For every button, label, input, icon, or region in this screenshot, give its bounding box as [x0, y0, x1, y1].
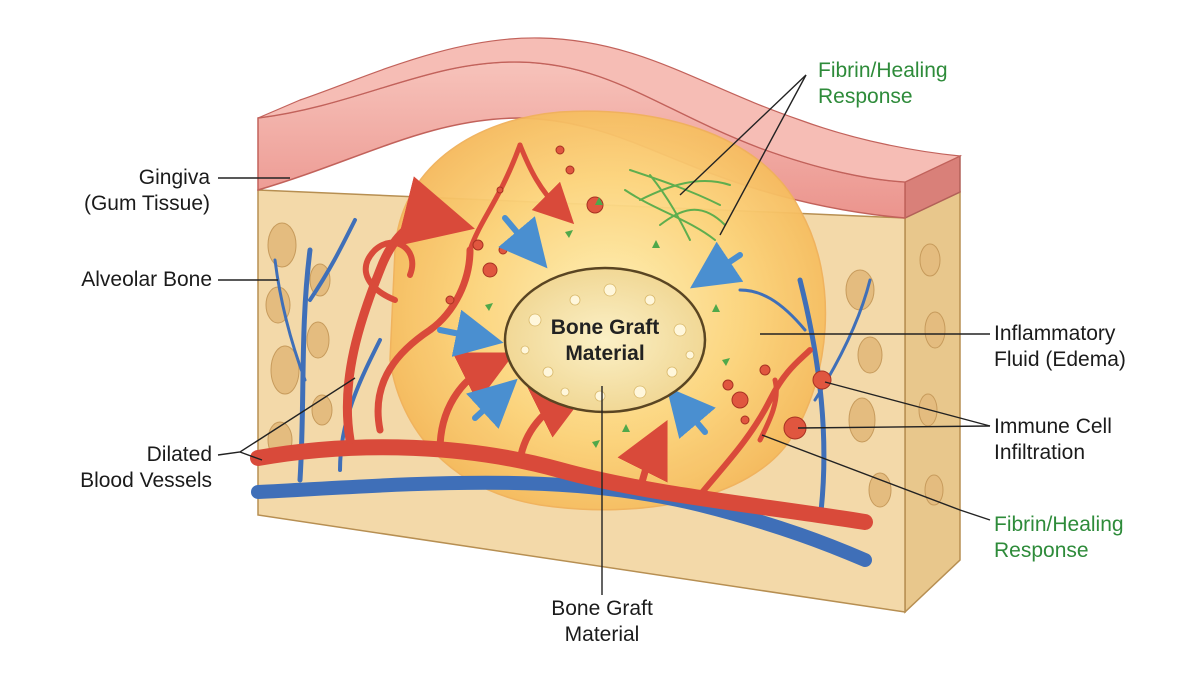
label-immune-line1: Immune Cell — [994, 415, 1112, 438]
label-fibrin-top-line1: Fibrin/Healing — [818, 59, 948, 82]
label-graft-bottom-line1: Bone Graft — [551, 597, 653, 620]
label-alveolar-bone: Alveolar Bone — [81, 267, 212, 293]
label-immune-cell: Immune Cell Infiltration — [994, 414, 1112, 466]
label-dilated-vessels: Dilated Blood Vessels — [80, 442, 212, 494]
leader-vessels-2 — [239, 451, 263, 461]
inflow-arrows — [437, 215, 744, 439]
label-inflammatory-line2: Fluid (Edema) — [994, 348, 1126, 371]
label-fibrin-top-line2: Response — [818, 85, 913, 108]
label-gingiva-line2: (Gum Tissue) — [83, 192, 210, 215]
leader-immune-2 — [797, 425, 991, 429]
label-fibrin-bottom-line1: Fibrin/Healing — [994, 513, 1124, 536]
label-alveolar-line1: Alveolar Bone — [81, 268, 212, 291]
label-bone-graft-bottom: Bone Graft Material — [532, 596, 672, 648]
bone-graft-core — [503, 266, 707, 414]
arteries — [250, 142, 873, 530]
leader-immune-1 — [824, 381, 991, 427]
leader-fibrin-bottom — [761, 434, 991, 521]
label-fibrin-bottom-line2: Response — [994, 539, 1089, 562]
label-graft-center-line1: Bone Graft — [550, 316, 660, 339]
label-bone-graft-center: Bone Graft Material — [535, 315, 675, 367]
fibrin-triangles — [485, 197, 730, 448]
label-inflammatory-fluid: Inflammatory Fluid (Edema) — [994, 321, 1126, 373]
fibrin-strands — [624, 169, 731, 241]
graft-granules — [520, 283, 695, 402]
label-gingiva-line1: Gingiva — [138, 166, 210, 189]
label-vessels-line2: Blood Vessels — [80, 469, 212, 492]
gum-top-face — [257, 37, 963, 183]
label-fibrin-bottom: Fibrin/Healing Response — [994, 512, 1124, 564]
label-gingiva: Gingiva (Gum Tissue) — [84, 165, 210, 217]
leader-fibrin-top-2 — [719, 74, 807, 236]
label-immune-line2: Infiltration — [994, 441, 1086, 464]
label-graft-center-line2: Material — [565, 342, 645, 365]
label-vessels-line1: Dilated — [146, 443, 212, 466]
label-graft-bottom-line2: Material — [564, 623, 640, 646]
leader-fibrin-top-1 — [679, 74, 807, 196]
label-inflammatory-line1: Inflammatory — [994, 322, 1116, 345]
leader-lines — [217, 74, 991, 595]
label-fibrin-top: Fibrin/Healing Response — [818, 58, 948, 110]
